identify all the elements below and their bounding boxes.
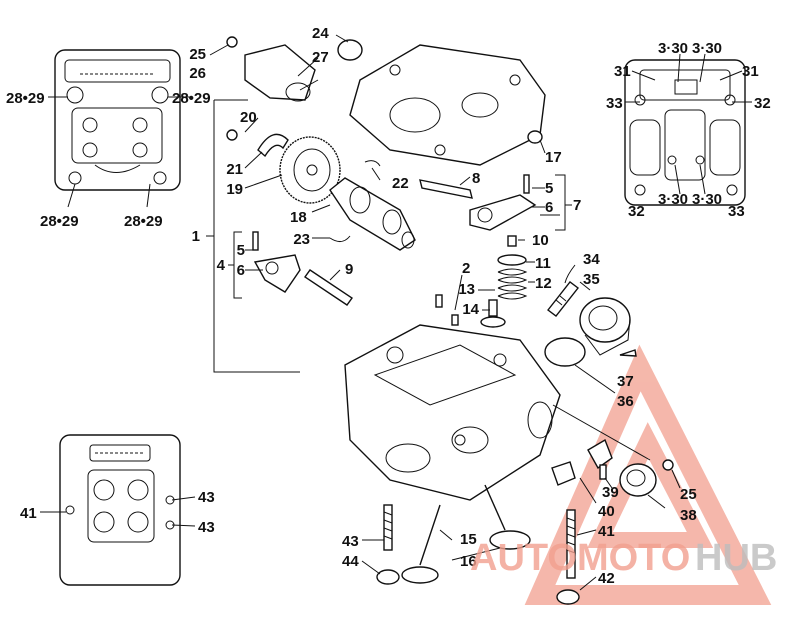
callout-20: 20 [240, 109, 257, 126]
thermostat-housing [619, 459, 674, 497]
callout-labels: 1 2 4 5 5 6 6 7 8 9 10 11 12 13 14 15 16… [6, 25, 771, 587]
assembly-bracket-1 [213, 100, 300, 373]
callout-1: 1 [192, 228, 200, 245]
head-bottom-view-right [624, 59, 746, 206]
cam-sprocket [279, 136, 341, 204]
callout-25b: 25 [680, 486, 697, 503]
callout-41b: 41 [598, 523, 615, 540]
callout-44: 44 [342, 553, 359, 570]
callout-28-29-c: 28•29 [40, 213, 79, 230]
rocker-arm-upper [469, 174, 537, 231]
camshaft [329, 177, 416, 251]
head-top-view-left [54, 49, 181, 191]
callout-7: 7 [573, 197, 581, 214]
callout-42: 42 [598, 570, 615, 587]
callout-37: 37 [617, 373, 634, 390]
bolt-37 [619, 349, 637, 357]
temp-sensor [587, 438, 613, 480]
nut-44 [376, 569, 400, 585]
head-underside-view [59, 434, 181, 586]
stud-41 [566, 509, 576, 579]
spark-plug [547, 281, 579, 317]
callout-26: 26 [189, 65, 206, 82]
callout-3-30-a: 3·30 [658, 40, 688, 57]
callout-34: 34 [583, 251, 600, 268]
callout-43c: 43 [342, 533, 359, 550]
callout-14: 14 [462, 301, 479, 318]
callout-16: 16 [460, 553, 477, 570]
cylinder-head [344, 324, 561, 501]
callout-3-30-d: 3·30 [692, 191, 722, 208]
valve-exhaust [484, 484, 531, 550]
callout-35: 35 [583, 271, 600, 288]
rocker-shaft-lower [304, 269, 353, 306]
nut-42 [556, 589, 580, 605]
callout-9: 9 [345, 261, 353, 278]
watermark-text: AUTOMOTO HUB [470, 537, 777, 579]
callout-3-30-b: 3·30 [692, 40, 722, 57]
rocker-arm-lower [252, 231, 301, 293]
callout-43a: 43 [198, 489, 215, 506]
valve-spring-assembly [480, 235, 528, 328]
cap-17 [527, 130, 543, 144]
callout-12: 12 [535, 275, 552, 292]
callout-39: 39 [602, 484, 619, 501]
callout-40: 40 [598, 503, 615, 520]
callout-21: 21 [226, 161, 243, 178]
bolt-20 [226, 129, 238, 141]
watermark-text-2: HUB [695, 537, 777, 579]
callout-36: 36 [617, 393, 634, 410]
intake-boot [579, 297, 631, 356]
callout-28-29-d: 28•29 [124, 213, 163, 230]
callout-6a: 6 [545, 199, 553, 216]
callout-18: 18 [290, 209, 307, 226]
rocker-cover [349, 44, 546, 166]
callout-13: 13 [458, 281, 475, 298]
callout-17: 17 [545, 149, 562, 166]
callout-33a: 33 [606, 95, 623, 112]
callout-32a: 32 [754, 95, 771, 112]
watermark-text-1: AUTOMOTO [470, 537, 690, 579]
rocker-shaft-upper [419, 179, 473, 199]
callout-15: 15 [460, 531, 477, 548]
callout-5a: 5 [545, 180, 553, 197]
sensor-40 [551, 461, 576, 486]
dowel-pin [435, 294, 443, 308]
stud-43 [383, 504, 393, 551]
callout-31a: 31 [614, 63, 631, 80]
callout-4: 4 [217, 257, 226, 274]
callout-6b: 6 [237, 262, 245, 279]
callout-5b: 5 [237, 242, 245, 259]
callout-41a: 41 [20, 505, 37, 522]
callout-22: 22 [392, 175, 409, 192]
callout-25a: 25 [189, 46, 206, 63]
callout-24: 24 [312, 25, 329, 42]
callout-19: 19 [226, 181, 243, 198]
tensioner-cover [226, 36, 316, 102]
callout-28-29-b: 28•29 [172, 90, 211, 107]
clip-23 [329, 235, 351, 242]
retainer-bracket [257, 133, 289, 158]
callout-27: 27 [312, 49, 329, 66]
callout-2: 2 [462, 260, 470, 277]
callout-33b: 33 [728, 203, 745, 220]
callout-32b: 32 [628, 203, 645, 220]
callout-11: 11 [535, 255, 551, 272]
callout-38: 38 [680, 507, 697, 524]
seal-ring [337, 39, 363, 61]
callout-3-30-c: 3·30 [658, 191, 688, 208]
callout-43b: 43 [198, 519, 215, 536]
callout-28-29-a: 28•29 [6, 90, 45, 107]
dowel-pin-2 [451, 314, 459, 326]
valve-intake [401, 504, 441, 584]
callout-8: 8 [472, 170, 480, 187]
o-ring [544, 337, 586, 367]
callout-31b: 31 [742, 63, 759, 80]
callout-23: 23 [293, 231, 310, 248]
callout-10: 10 [532, 232, 549, 249]
pin-22 [364, 160, 381, 167]
